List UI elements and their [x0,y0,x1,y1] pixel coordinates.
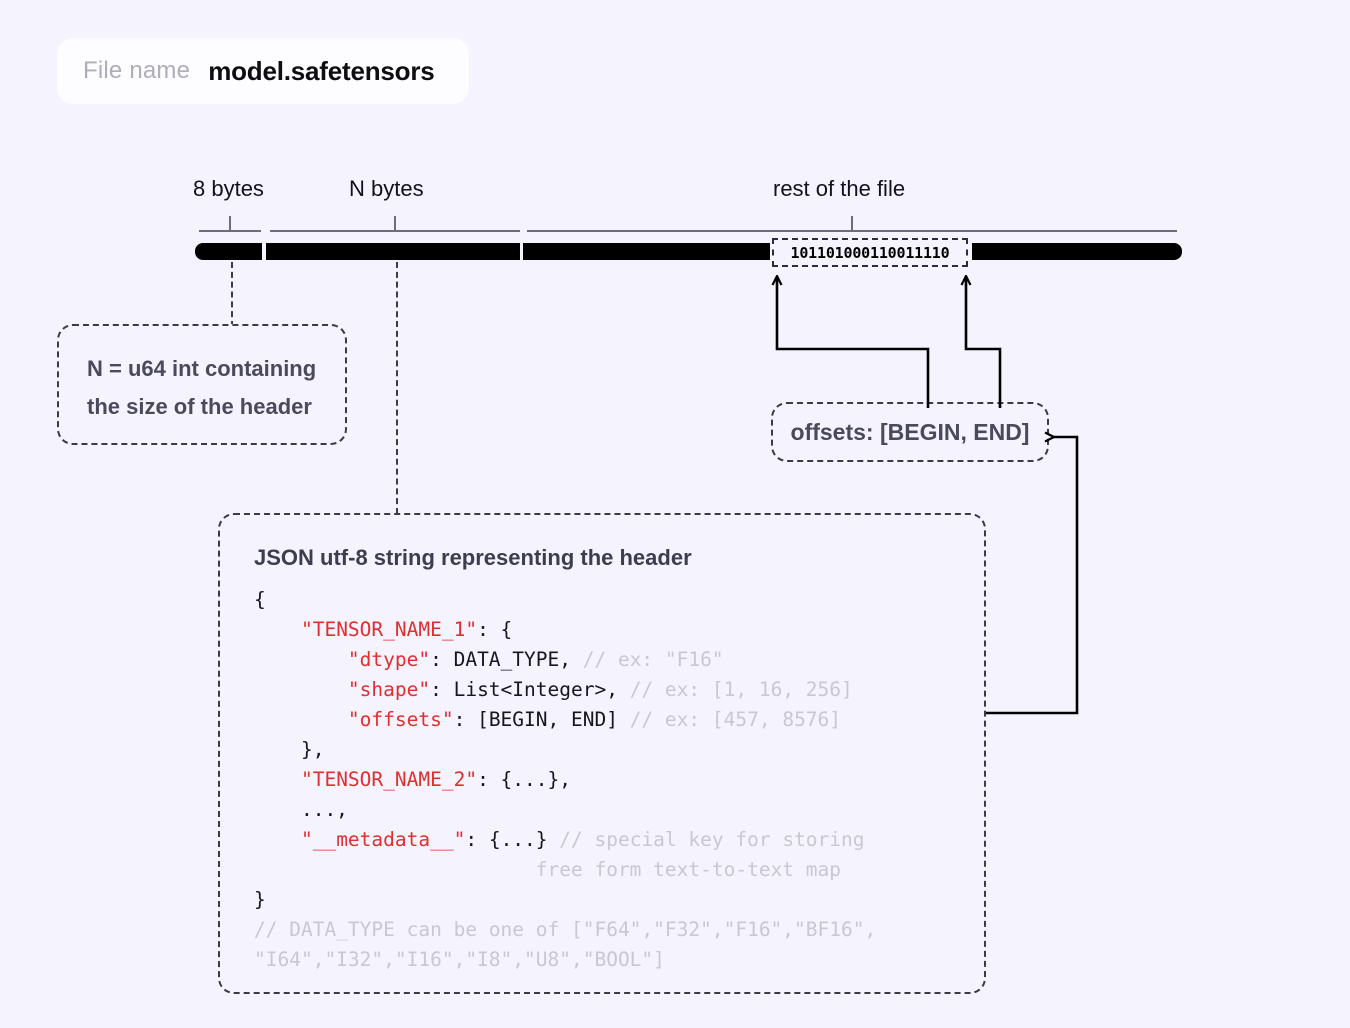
json-value-offsets: : [BEGIN, END] [453,708,630,731]
json-key-shape: "shape" [347,678,431,701]
ruler-tick [851,216,853,232]
json-value-shape: : List<Integer>, [430,678,630,701]
leader-line-to-n-callout [231,262,233,327]
json-line-9-rest: : {...} [465,828,560,851]
callout-offsets-text: offsets: [BEGIN, END] [790,418,1030,445]
json-comment-metadata-1: // special key for storing [559,828,865,851]
ruler-tick [394,216,396,232]
byte-strip-segment-header [266,243,520,260]
callout-json-header: JSON utf-8 string representing the heade… [218,513,986,994]
byte-strip-bits-text: 101101000110011110 [790,243,950,262]
byte-strip-segment-header-size [195,243,262,260]
json-key-offsets: "offsets" [347,708,454,731]
callout-n-line-2: the size of the header [87,394,312,419]
ruler-tick [229,216,231,232]
ruler-label-n-bytes: N bytes [349,176,424,201]
ruler-label-rest-of-file: rest of the file [773,176,906,201]
json-comment-shape: // ex: [1, 16, 256] [629,678,853,701]
callout-n-header-size: N = u64 int containing the size of the h… [57,324,347,445]
file-name-field[interactable]: File name model.safetensors [57,38,469,104]
byte-strip-segment-data-left [523,243,770,260]
json-line-2-rest: : { [477,618,513,641]
ruler-bar [270,230,520,232]
ruler-bar [199,230,261,232]
ruler-bar [527,230,1177,232]
json-comment-metadata-2: free form text-to-text map [535,858,842,881]
json-code-block: { "TENSOR_NAME_1": { "dtype": DATA_TYPE,… [254,585,956,975]
json-line-7-rest: : {...}, [477,768,571,791]
json-comment-offsets: // ex: [457, 8576] [629,708,842,731]
ruler-bracket-n-bytes [270,214,520,232]
json-key-tensor-name-1: "TENSOR_NAME_1" [300,618,478,641]
json-line-open: { [254,588,266,611]
arrow-offsets-end [966,277,1002,408]
byte-strip-bits-box: 101101000110011110 [772,238,968,267]
json-line-close: } [254,888,266,911]
json-comment-datatype-1: // DATA_TYPE can be one of ["F64","F32",… [254,918,877,941]
json-block-title: JSON utf-8 string representing the heade… [254,545,692,570]
json-comment-dtype: // ex: "F16" [582,648,724,671]
callout-n-line-1: N = u64 int containing [87,356,317,381]
file-name-label: File name [83,57,191,84]
file-name-value: model.safetensors [208,55,435,86]
ruler-bracket-rest-of-file [527,214,1177,232]
ruler-label-8-bytes: 8 bytes [193,176,264,201]
json-value-dtype: : DATA_TYPE, [430,648,583,671]
json-line-close-tensor-1: }, [300,738,325,761]
json-key-metadata: "__metadata__" [300,828,466,851]
ruler-bracket-8-bytes [199,214,261,232]
callout-offsets: offsets: [BEGIN, END] [771,402,1049,462]
json-line-ellipsis: ..., [254,798,348,821]
json-key-tensor-name-2: "TENSOR_NAME_2" [300,768,478,791]
json-key-dtype: "dtype" [347,648,431,671]
leader-line-to-json-callout [396,262,398,514]
arrow-offsets-begin [777,277,930,408]
json-comment-datatype-2: "I64","I32","I16","I8","U8","BOOL"] [254,948,665,971]
byte-strip-segment-data-right [972,243,1182,260]
